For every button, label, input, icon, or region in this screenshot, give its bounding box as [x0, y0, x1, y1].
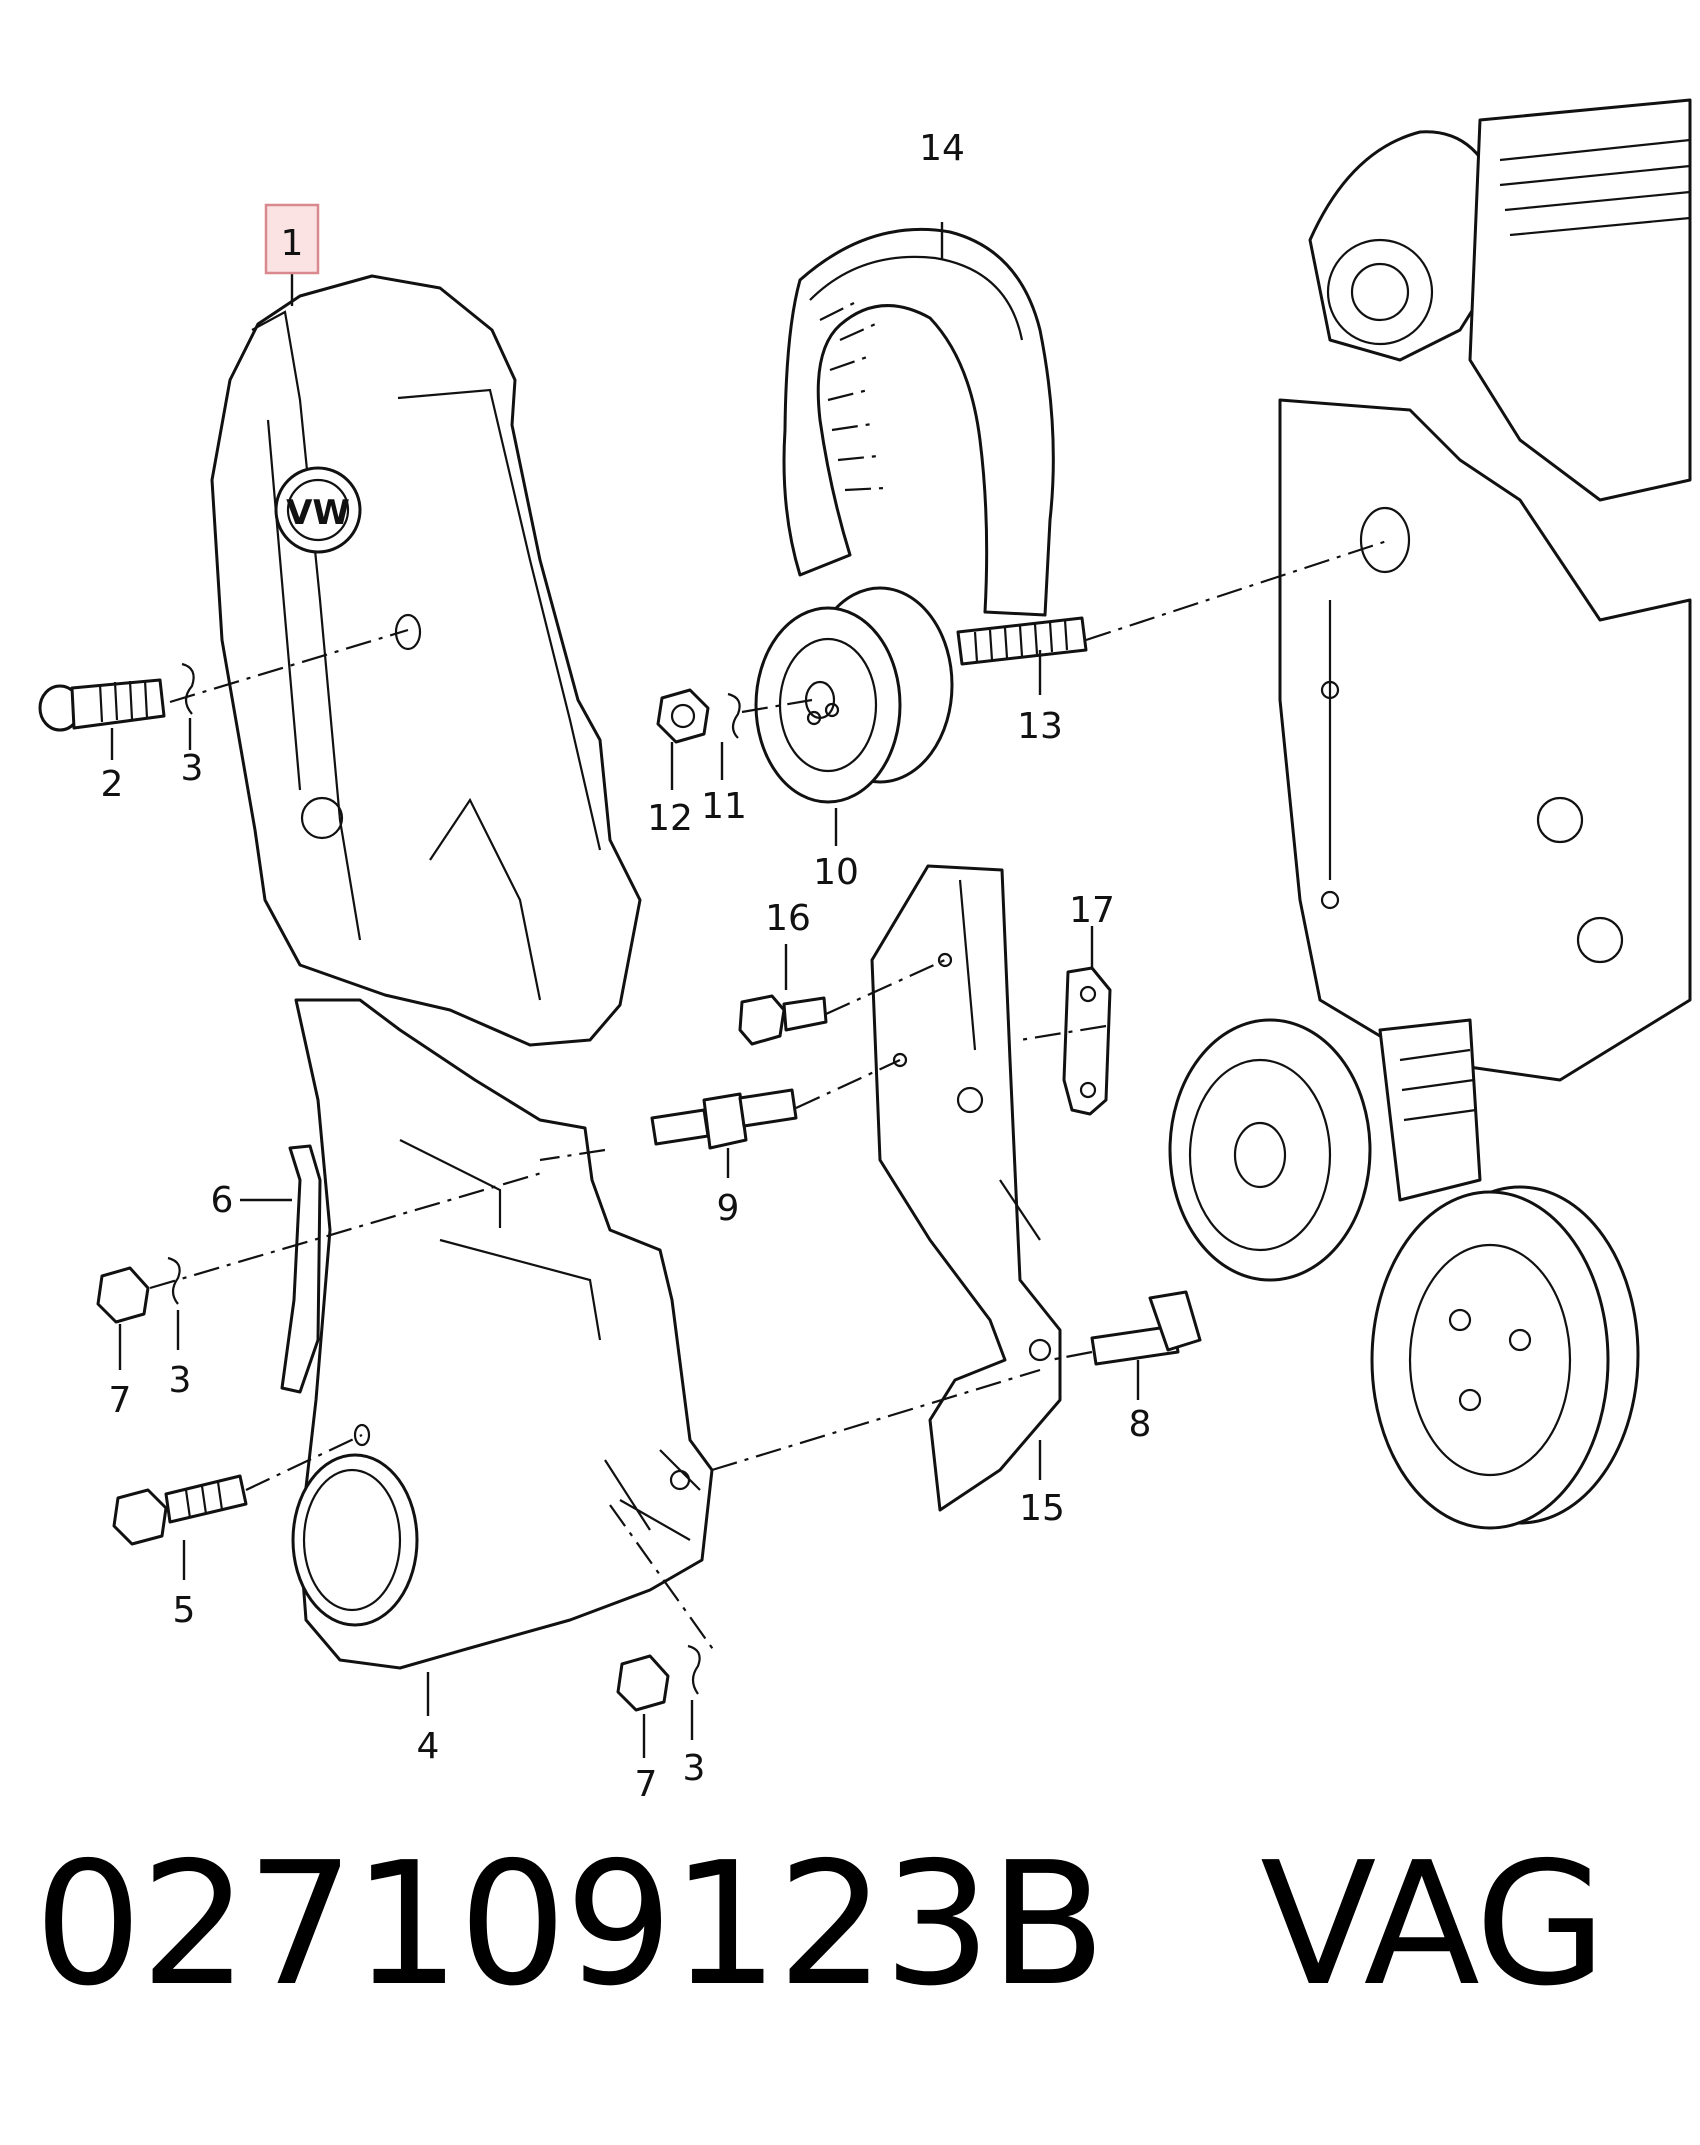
washer-11 [727, 692, 741, 739]
callout-12[interactable]: 12 [647, 798, 693, 839]
callout-11[interactable]: 11 [701, 786, 747, 827]
highlighted-callout-box [264, 203, 320, 275]
stud-9 [650, 1088, 798, 1150]
lower-timing-belt-cover [291, 998, 714, 1670]
callout-3-top[interactable]: 3 [181, 748, 204, 789]
rear-belt-guard [870, 864, 1062, 1512]
callout-labels: 1 14 2 3 13 12 11 10 16 17 9 6 7 3 8 15 … [101, 128, 1152, 1800]
callout-16[interactable]: 16 [765, 898, 811, 939]
bracket-17 [1062, 966, 1112, 1116]
callout-1[interactable]: 1 [281, 223, 304, 264]
callout-9[interactable]: 9 [717, 1188, 740, 1229]
callout-5[interactable]: 5 [173, 1590, 196, 1631]
washer-3-bottom [687, 1644, 701, 1695]
part-number: 027109123B [34, 1826, 1106, 2024]
vee-belt-pulley [1370, 1185, 1640, 1530]
washer-3-left [167, 1256, 181, 1305]
callout-10[interactable]: 10 [813, 852, 859, 893]
assembly-axis-lines [149, 538, 1391, 1653]
callout-8[interactable]: 8 [1129, 1404, 1152, 1445]
vw-logo-text: VW [286, 493, 350, 533]
callout-3-bottom[interactable]: 3 [683, 1748, 706, 1789]
callout-14[interactable]: 14 [919, 128, 965, 169]
bolt-2 [38, 678, 166, 732]
callout-13[interactable]: 13 [1017, 706, 1063, 747]
stud-13 [956, 616, 1088, 666]
bolt-5 [112, 1474, 248, 1546]
callout-15[interactable]: 15 [1019, 1488, 1065, 1529]
engine-block [1278, 98, 1692, 1082]
callout-7-bottom[interactable]: 7 [635, 1764, 658, 1800]
tensioner-pulley [754, 586, 954, 804]
crankshaft-pulley [1168, 1018, 1372, 1282]
callout-3-left[interactable]: 3 [169, 1360, 192, 1401]
bolt-16 [738, 994, 828, 1046]
leader-lines [110, 222, 1140, 1758]
nut-12 [656, 688, 710, 744]
callout-4[interactable]: 4 [417, 1726, 440, 1767]
upper-timing-belt-cover: VW [210, 274, 642, 1047]
callout-2[interactable]: 2 [101, 764, 124, 805]
callout-17[interactable]: 17 [1069, 890, 1115, 931]
timing-belt [782, 227, 1055, 617]
bolt-8 [1090, 1290, 1202, 1366]
brand-name: VAG [1260, 1826, 1606, 2024]
part-number-caption: 027109123B VAG [34, 1840, 1607, 2010]
washer-3-top [181, 662, 195, 715]
callout-7-left[interactable]: 7 [109, 1380, 132, 1421]
nut-7-left [96, 1266, 150, 1324]
water-pump-sprocket [1378, 1018, 1482, 1202]
exploded-parts-diagram: VW [38, 98, 1692, 1800]
seal-strip-6 [280, 1144, 322, 1394]
nut-7-bottom [616, 1654, 670, 1712]
callout-6[interactable]: 6 [211, 1180, 234, 1221]
